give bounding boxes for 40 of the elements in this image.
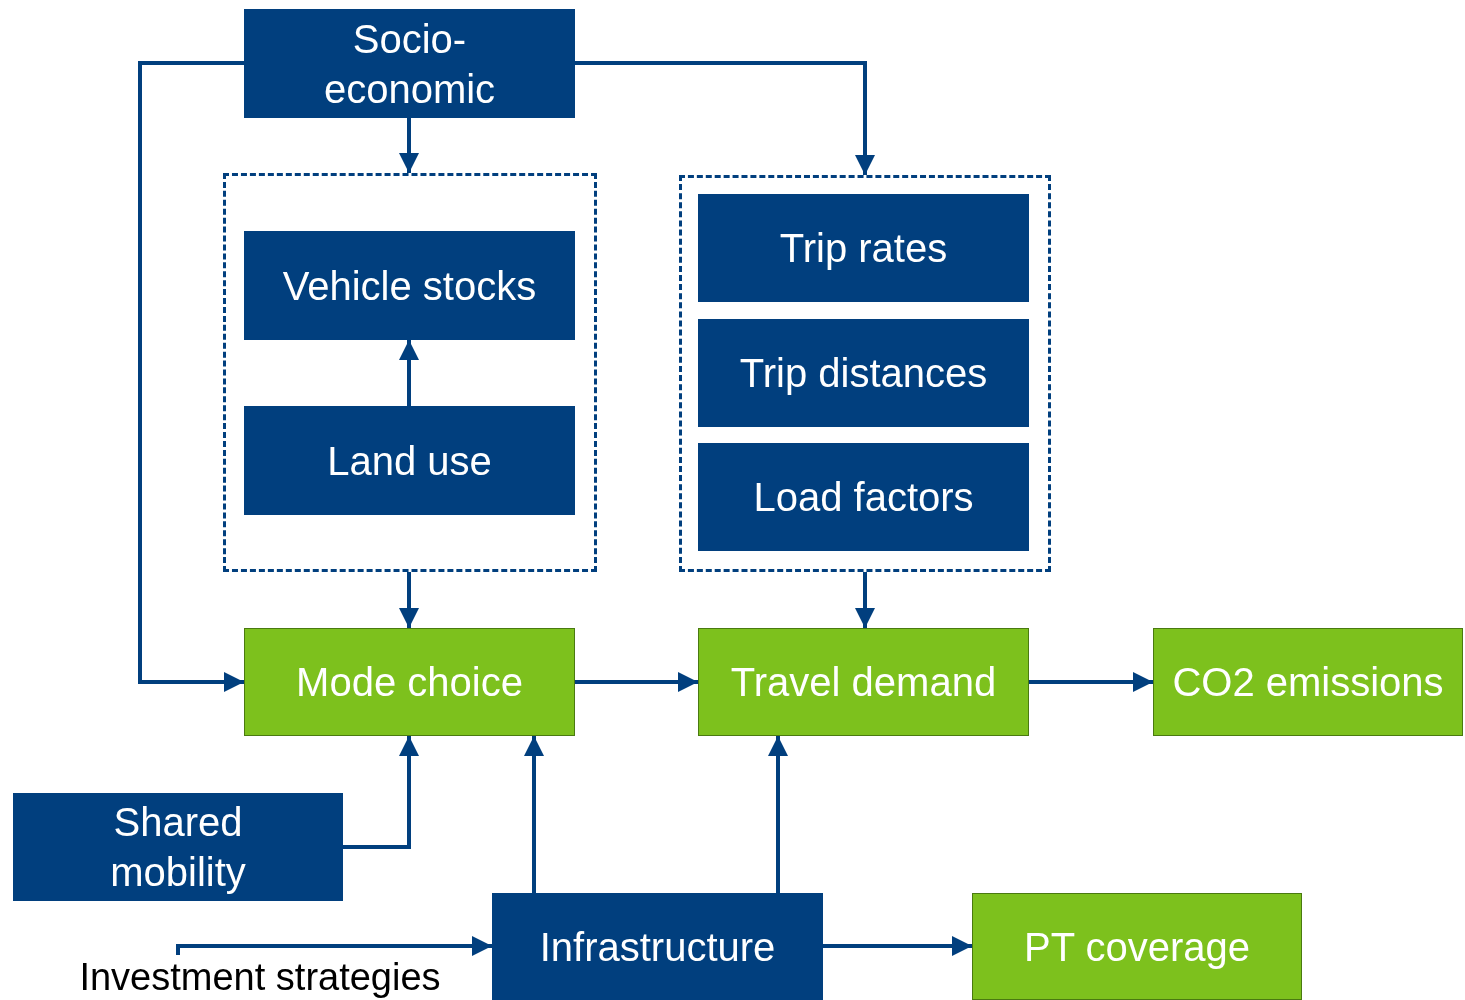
arrow <box>855 572 875 628</box>
box-label: Trip distances <box>739 350 988 397</box>
process-box <box>698 319 1029 427</box>
output-box <box>1153 628 1463 736</box>
arrow <box>399 572 419 628</box>
dashed-group-box <box>679 175 1051 572</box>
arrow <box>138 61 244 692</box>
box-label: Load factors <box>753 474 974 521</box>
arrow <box>768 736 788 893</box>
box-label: CO2 emissions <box>1172 659 1444 706</box>
process-box <box>244 231 575 340</box>
box-label: Land use <box>327 437 492 485</box>
arrow <box>524 736 544 893</box>
arrow <box>575 672 698 692</box>
arrow <box>823 936 972 956</box>
process-box <box>244 9 575 118</box>
arrow <box>343 736 419 849</box>
process-box <box>13 793 343 901</box>
output-box <box>244 628 575 736</box>
process-box <box>492 893 823 1000</box>
input-label: Investment strategies <box>79 955 441 999</box>
box-label: PT coverage <box>1023 923 1251 971</box>
arrow <box>399 340 419 406</box>
arrow <box>399 118 419 173</box>
output-box <box>698 628 1029 736</box>
output-box <box>972 893 1302 1000</box>
box-label: Shared mobility <box>109 799 247 896</box>
arrow <box>176 936 492 956</box>
box-label: Mode choice <box>296 659 523 706</box>
process-box <box>698 194 1029 302</box>
box-label: Infrastructure <box>539 923 776 971</box>
box-label: Travel demand <box>730 659 997 706</box>
box-label: Trip rates <box>779 225 948 272</box>
box-label: Vehicle stocks <box>282 262 537 310</box>
process-box <box>698 443 1029 551</box>
box-label: Socio-economic <box>322 15 497 113</box>
arrow <box>1029 672 1153 692</box>
arrow <box>575 61 875 175</box>
dashed-group-box <box>223 173 597 572</box>
process-box <box>244 406 575 515</box>
